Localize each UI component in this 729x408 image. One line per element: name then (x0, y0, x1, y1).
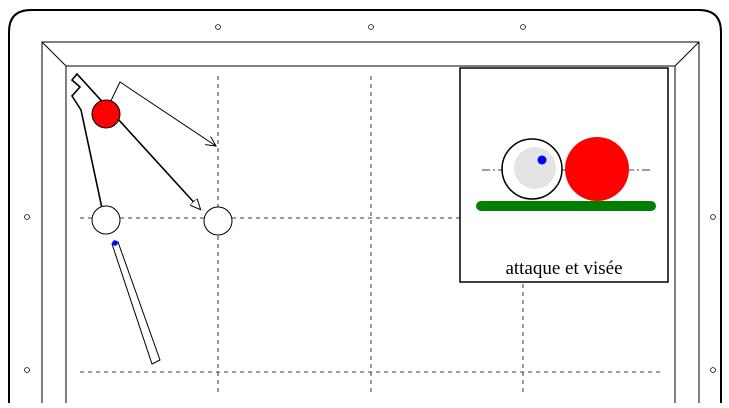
cue-tip (112, 240, 118, 246)
diamond-marker (215, 24, 221, 30)
inset-attack-panel: attaque et visée (459, 67, 669, 283)
table-cushion (41, 41, 700, 403)
cue-ball (91, 205, 121, 235)
inset-object-ball (565, 137, 629, 201)
table-diamonds (24, 24, 716, 373)
table-outer-rail (8, 9, 722, 403)
object-ball (91, 99, 121, 129)
diamond-marker (24, 214, 30, 220)
diamond-marker (24, 367, 30, 373)
cue-stick (111, 240, 161, 365)
inset-cue-ball-shade (514, 147, 556, 189)
ghost-ball-target (203, 206, 233, 236)
diamond-marker (368, 24, 374, 30)
diamond-marker (710, 367, 716, 373)
cue-ball-path (70, 72, 200, 228)
diamond-marker (520, 24, 526, 30)
inset-cloth-bar (476, 201, 656, 211)
inset-caption: attaque et visée (505, 258, 622, 279)
object-ball-path (105, 81, 216, 146)
diamond-marker (710, 214, 716, 220)
inset-contact-dot (537, 155, 547, 165)
